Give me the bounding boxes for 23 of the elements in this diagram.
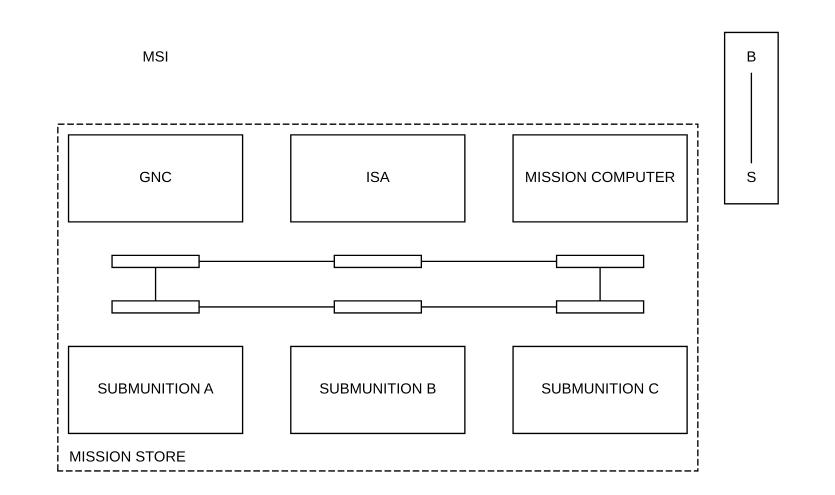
node-bar [555, 254, 644, 268]
node-bar [110, 254, 200, 268]
node-box: GNC [67, 134, 243, 222]
node-box: SUBMUNITION C [512, 345, 688, 434]
connector [154, 267, 156, 300]
connector [421, 306, 556, 308]
node-text: B [746, 49, 756, 66]
cluster [723, 31, 778, 204]
node-box: ISA [290, 134, 466, 222]
node-text: S [746, 170, 756, 186]
node-bar [333, 254, 422, 268]
connector [750, 72, 752, 163]
connector [198, 260, 334, 262]
node-bar [555, 300, 644, 314]
node-box: SUBMUNITION B [290, 345, 466, 434]
connector [598, 267, 600, 300]
connector [421, 260, 556, 262]
connector [198, 306, 334, 308]
node-bar [110, 300, 200, 314]
node-box: MISSION COMPUTER [512, 134, 688, 222]
node-bar [333, 300, 422, 314]
label: MSI [142, 49, 168, 66]
node-box: SUBMUNITION A [67, 345, 243, 434]
